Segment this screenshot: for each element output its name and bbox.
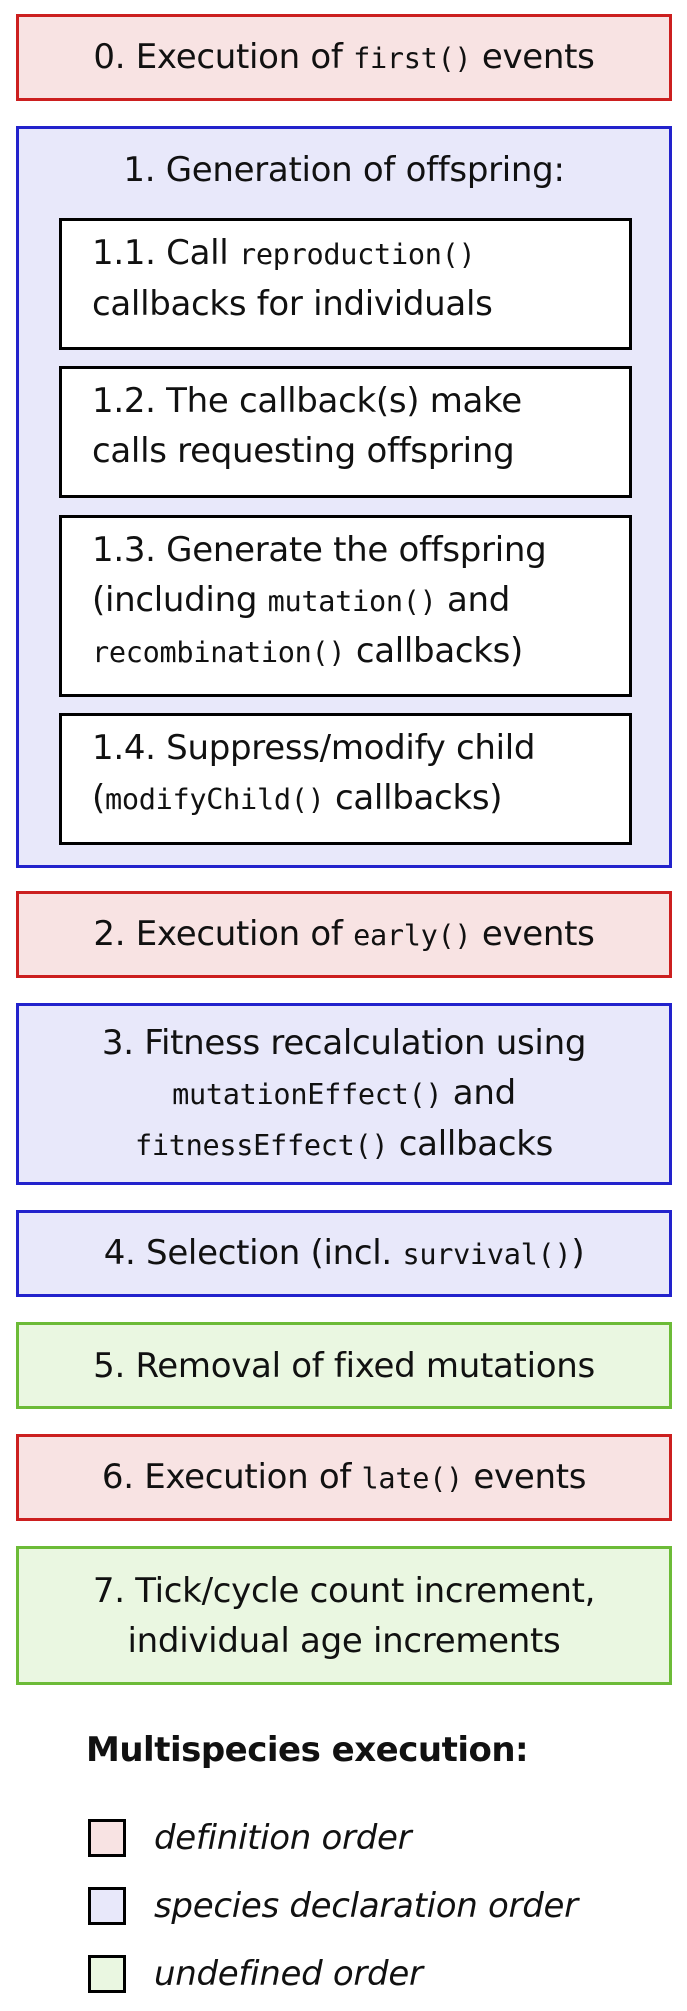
legend-swatch-red xyxy=(88,1819,126,1857)
step-0-label: 0. Execution of first() events xyxy=(93,37,595,77)
step-7-tick-cycle-increment: 7. Tick/cycle count increment, individua… xyxy=(16,1546,672,1685)
step-7-line-1: 7. Tick/cycle count increment, xyxy=(92,1570,596,1611)
step-1-3-line-2: (including mutation() and xyxy=(92,580,511,620)
step-1-4-line-1: 1.4. Suppress/modify child xyxy=(92,728,536,768)
legend-item-definition-order: definition order xyxy=(88,1816,412,1860)
step-1-3-line-1: 1.3. Generate the offspring xyxy=(92,530,547,570)
legend-swatch-green xyxy=(88,1955,126,1993)
legend-item-species-declaration-order: species declaration order xyxy=(88,1884,578,1928)
legend-item-undefined-order: undefined order xyxy=(88,1952,423,1996)
step-7-line-2: individual age increments xyxy=(127,1620,561,1661)
step-5-removal-of-fixed-mutations: 5. Removal of fixed mutations xyxy=(16,1322,672,1409)
legend-label: undefined order xyxy=(154,1954,423,1994)
step-1-1-line-1: 1.1. Call reproduction() xyxy=(92,233,476,273)
step-1-3-box: 1.3. Generate the offspring (including m… xyxy=(59,515,632,697)
step-1-4-box: 1.4. Suppress/modify child (modifyChild(… xyxy=(59,713,632,845)
step-3-fitness-recalculation: 3. Fitness recalculation using mutationE… xyxy=(16,1003,672,1185)
step-4-selection: 4. Selection (incl. survival()) xyxy=(16,1210,672,1297)
legend-title: Multispecies execution: xyxy=(86,1730,529,1770)
step-4-label: 4. Selection (incl. survival()) xyxy=(103,1233,585,1273)
step-5-label: 5. Removal of fixed mutations xyxy=(93,1345,595,1386)
step-3-line-2: mutationEffect() and xyxy=(172,1073,516,1113)
step-1-2-line-1: 1.2. The callback(s) make xyxy=(92,381,522,421)
step-1-1-line-2: callbacks for individuals xyxy=(92,284,493,324)
step-1-3-line-3: recombination() callbacks) xyxy=(92,631,524,671)
step-0-first-events: 0. Execution of first() events xyxy=(16,14,672,101)
step-1-generation-of-offspring: 1. Generation of offspring: 1.1. Call re… xyxy=(16,126,672,868)
legend-swatch-blue xyxy=(88,1887,126,1925)
step-1-1-box: 1.1. Call reproduction() callbacks for i… xyxy=(59,218,632,350)
step-2-label: 2. Execution of early() events xyxy=(93,914,595,954)
step-6-label: 6. Execution of late() events xyxy=(101,1457,587,1497)
step-1-2-box: 1.2. The callback(s) make calls requesti… xyxy=(59,366,632,498)
legend-label: species declaration order xyxy=(154,1886,578,1926)
step-3-line-3: fitnessEffect() callbacks xyxy=(134,1124,554,1164)
legend-label: definition order xyxy=(154,1818,412,1858)
step-1-4-line-2: (modifyChild() callbacks) xyxy=(92,778,503,818)
step-1-2-line-2: calls requesting offspring xyxy=(92,431,515,471)
step-2-early-events: 2. Execution of early() events xyxy=(16,891,672,978)
step-3-line-1: 3. Fitness recalculation using xyxy=(101,1023,587,1063)
step-6-late-events: 6. Execution of late() events xyxy=(16,1434,672,1521)
step-1-title: 1. Generation of offspring: xyxy=(123,150,565,190)
